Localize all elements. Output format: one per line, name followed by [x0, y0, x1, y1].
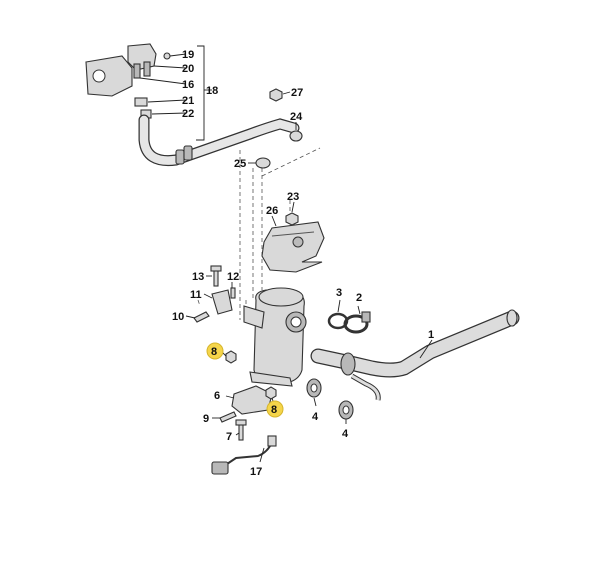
- callout-7: 7: [226, 431, 232, 443]
- bolt-9: [219, 411, 237, 423]
- bolt-13: [210, 265, 222, 287]
- rubber-mount-4b: [338, 400, 354, 420]
- hose-clip-24: [289, 130, 303, 142]
- rubber-mount-4a: [306, 378, 322, 398]
- callout-19: 19: [182, 49, 194, 61]
- callout-3: 3: [336, 287, 342, 299]
- callout-16: 16: [182, 79, 194, 91]
- callout-1: 1: [428, 329, 434, 341]
- highlight-marker-8a: [206, 342, 224, 360]
- callout-22: 22: [182, 108, 194, 120]
- callout-23: 23: [287, 191, 299, 203]
- bolt-12: [230, 287, 236, 299]
- callout-21: 21: [182, 95, 194, 107]
- bracket-assembly: [85, 43, 171, 119]
- particulate-filter: [243, 287, 307, 387]
- callout-26: 26: [266, 205, 278, 217]
- callout-2: 2: [356, 292, 362, 304]
- callout-10: 10: [172, 311, 184, 323]
- bracket-11: [211, 289, 233, 315]
- callout-13: 13: [192, 271, 204, 283]
- callout-25: 25: [234, 158, 246, 170]
- hose-clamp-25: [255, 157, 271, 169]
- clamp-2: [343, 311, 371, 334]
- hose-line: [138, 114, 300, 167]
- bolt-10: [193, 311, 210, 323]
- callout-12: 12: [227, 271, 239, 283]
- assembly-guide-lines: [197, 147, 321, 320]
- callout-20: 20: [182, 63, 194, 75]
- callout-8a: 8: [211, 346, 217, 358]
- nut-23: [285, 212, 299, 226]
- exhaust-pipe-1: [310, 309, 520, 401]
- callout-4b: 4: [342, 428, 349, 440]
- highlight-marker-8b: [266, 400, 284, 418]
- temperature-sensor-17: [211, 435, 277, 475]
- bolt-7: [235, 419, 247, 441]
- callout-17: 17: [250, 466, 262, 478]
- callout-labels: 1 2 3 4 4 6 7 8 8 9 10 11 12 13 16 17 18…: [172, 49, 434, 478]
- nut-27: [269, 88, 283, 102]
- callout-6: 6: [214, 390, 220, 402]
- callout-11: 11: [190, 289, 202, 301]
- nut-8a: [225, 350, 237, 364]
- callout-24: 24: [290, 111, 303, 123]
- leader-lines: [139, 45, 433, 463]
- callout-8b: 8: [271, 404, 277, 416]
- callout-9: 9: [203, 413, 209, 425]
- callout-27: 27: [291, 87, 303, 99]
- nut-8b: [265, 386, 277, 400]
- heat-shield-26: [261, 221, 325, 273]
- callout-4a: 4: [312, 411, 319, 423]
- callout-18: 18: [206, 85, 218, 97]
